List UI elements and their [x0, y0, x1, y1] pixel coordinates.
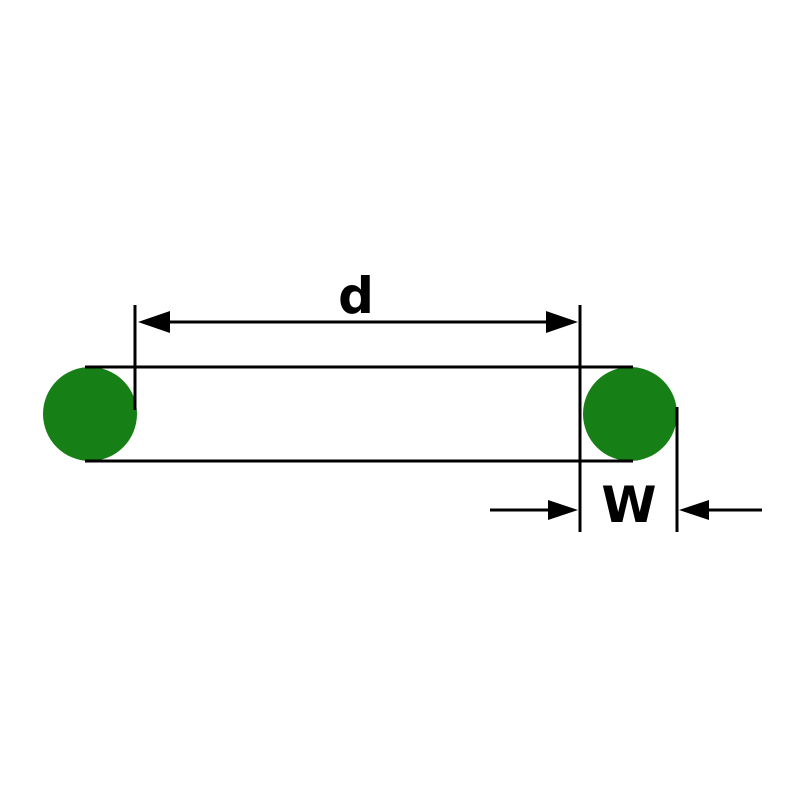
inner-diameter-arrowhead-left-icon	[138, 311, 170, 333]
width-arrowhead-left-icon	[548, 500, 578, 520]
width-arrowhead-right-icon	[679, 500, 709, 520]
cross-section-width-label: W	[601, 476, 656, 534]
inner-diameter-arrowhead-right-icon	[546, 311, 578, 333]
oring-left-cross-section-circle	[43, 367, 137, 461]
oring-right-cross-section-circle	[583, 367, 677, 461]
inner-diameter-label: d	[338, 267, 374, 325]
